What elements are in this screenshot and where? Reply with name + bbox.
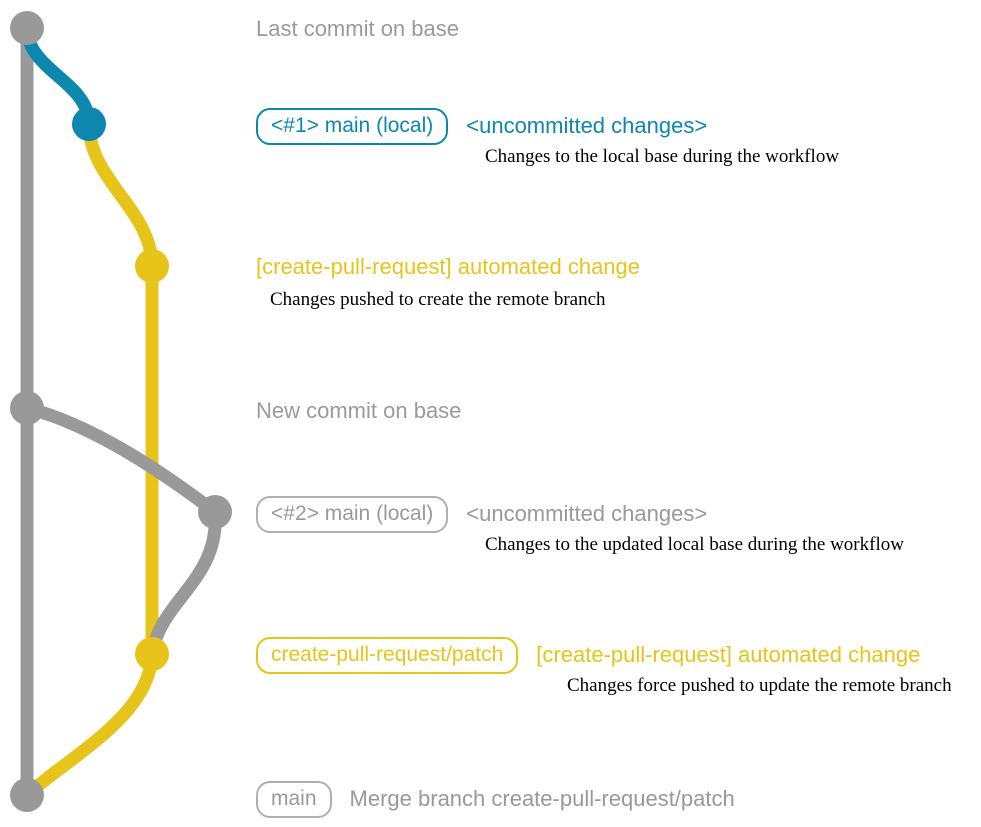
edge-local-2-to-patch — [145, 505, 222, 661]
node-patch-create[interactable] — [135, 249, 169, 283]
commit-subject-merge: Merge branch create-pull-request/patch — [349, 786, 735, 811]
ref-row-patch-update: create-pull-request/patch [create-pull-r… — [256, 637, 920, 674]
heading-new-commit-on-base: New commit on base — [256, 398, 462, 423]
node-base-top[interactable] — [10, 11, 44, 45]
node-merge[interactable] — [10, 778, 44, 812]
ref-row-local-1: <#1> main (local) <uncommitted changes> — [256, 108, 707, 145]
ref-pill-local-1[interactable]: <#1> main (local) — [256, 108, 449, 145]
node-local-1[interactable] — [72, 107, 106, 141]
node-base-new[interactable] — [10, 391, 44, 425]
heading-last-commit-on-base: Last commit on base — [256, 16, 459, 41]
ref-row-local-2: <#2> main (local) <uncommitted changes> — [256, 496, 707, 533]
commit-description-local-1: Changes to the local base during the wor… — [485, 146, 840, 167]
ref-row-merge: main Merge branch create-pull-request/pa… — [256, 781, 735, 818]
node-local-2[interactable] — [198, 495, 232, 529]
commit-description-patch-create: Changes pushed to create the remote bran… — [270, 289, 606, 310]
edge-patch-to-merge — [20, 647, 159, 802]
ref-pill-patch-update[interactable]: create-pull-request/patch — [256, 637, 519, 674]
commit-description-patch-update: Changes force pushed to update the remot… — [567, 675, 952, 696]
ref-pill-local-2[interactable]: <#2> main (local) — [256, 496, 449, 533]
edge-base-to-local-2 — [20, 401, 222, 519]
commit-subject-local-1: <uncommitted changes> — [466, 113, 708, 138]
ref-pill-main[interactable]: main — [256, 781, 332, 818]
edge-local-1-to-patch — [82, 117, 159, 273]
commit-description-local-2: Changes to the updated local base during… — [485, 534, 904, 555]
node-patch-update[interactable] — [135, 637, 169, 671]
commit-subject-patch-create: [create-pull-request] automated change — [256, 254, 641, 279]
commit-subject-local-2: <uncommitted changes> — [466, 501, 708, 526]
commit-subject-patch-update: [create-pull-request] automated change — [536, 642, 921, 667]
commit-nodes — [10, 11, 232, 812]
